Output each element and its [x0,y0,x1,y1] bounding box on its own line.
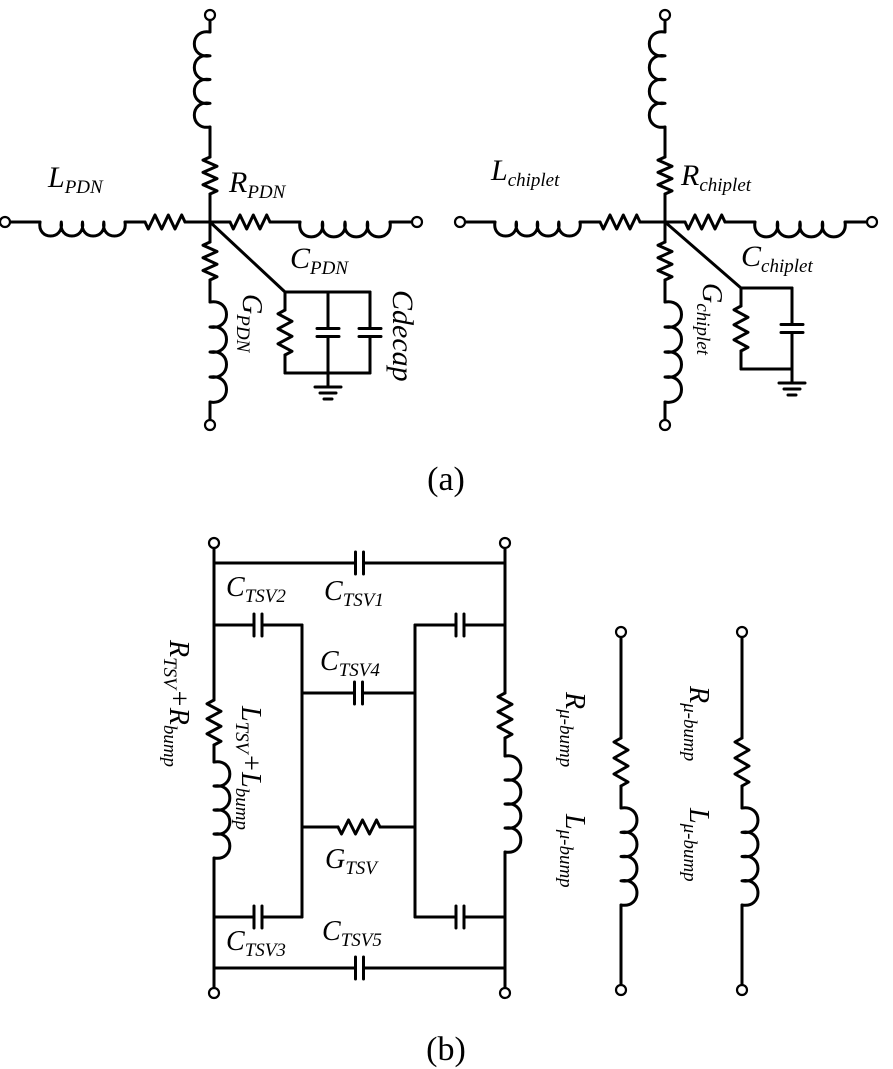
resistor [201,240,219,282]
terminal [658,418,672,432]
terminal [203,418,217,432]
resistor [733,736,751,788]
resistor [656,240,674,282]
inductor [193,30,212,129]
inductor [493,220,582,238]
inductor [503,754,523,854]
label-l-tsv-bump: LTSV+Lbump [231,705,266,830]
label-c-tsv1: CTSV1 [324,576,384,611]
label-l-chiplet: Lchiplet [490,154,560,191]
resistor [143,213,187,231]
label-l-pdn: LPDN [47,161,104,198]
label-l-ubump-1: Lμ-bump [555,813,590,888]
resistor [205,698,223,747]
label-c-tsv5: CTSV5 [322,916,382,951]
caption-b: (b) [426,1031,466,1068]
terminal [203,8,217,22]
resistor [612,736,630,788]
label-c-tsv3: CTSV3 [226,926,286,961]
terminal [735,983,749,997]
inductor [38,220,127,238]
terminal [410,215,424,229]
label-g-chiplet: Gchiplet [692,283,727,356]
inductor [648,30,667,129]
label-g-pdn: GPDN [232,294,267,354]
resistor [496,691,514,740]
label-g-tsv: GTSV [325,844,379,879]
terminal [453,215,467,229]
terminal [498,986,512,1000]
resistor [656,155,674,196]
terminal [614,983,628,997]
label-c-tsv2: CTSV2 [226,572,286,607]
resistor [276,308,294,357]
inductor [740,806,760,907]
label-cdecap: Cdecap [386,290,419,382]
circuit-wiring [8,18,869,990]
wire [663,220,743,290]
terminal [658,8,672,22]
label-c-tsv4: CTSV4 [320,646,380,681]
label-r-tsv-bump: RTSV+Rbump [159,639,194,767]
inductor [208,300,228,404]
label-r-ubump-2: Rμ-bump [679,685,714,761]
resistor [201,155,219,196]
circuit-terminals [0,8,879,1000]
inductor [753,220,847,239]
label-r-ubump-1: Rμ-bump [555,691,590,767]
terminal [865,215,879,229]
terminal [207,536,221,550]
wire [208,220,287,294]
terminal [614,625,628,639]
label-r-chiplet: Rchiplet [680,159,752,196]
label-c-pdn: CPDN [290,242,349,279]
caption-a: (a) [427,461,465,498]
resistor [732,304,750,353]
resistor [683,213,727,231]
inductor [212,760,232,860]
inductor [619,806,639,907]
inductor [298,220,392,239]
label-l-ubump-2: Lμ-bump [679,807,714,882]
terminal [498,536,512,550]
terminal [0,215,12,229]
resistor [598,213,642,231]
label-r-pdn: RPDN [228,166,287,203]
terminal [207,986,221,1000]
label-c-chiplet: Cchiplet [741,240,813,277]
circuit-components [38,30,847,981]
resistor [336,818,382,836]
inductor [663,300,683,404]
terminal [735,625,749,639]
resistor [228,213,272,231]
